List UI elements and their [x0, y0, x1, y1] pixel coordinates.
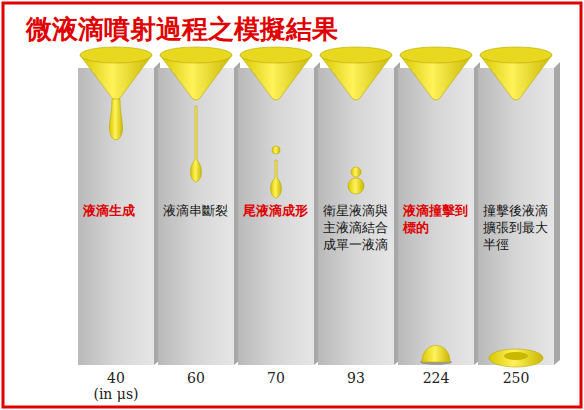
phase-panel: 撞擊後液滴擴張到最大半徑	[478, 68, 554, 365]
time-label: 70	[267, 370, 285, 386]
droplets	[109, 99, 543, 367]
frame	[3, 3, 581, 407]
phase-panel: 液滴生成	[78, 68, 154, 365]
phase-panel: 衛星液滴與主液滴結合成單一液滴	[318, 68, 394, 365]
time-label: 60	[187, 370, 205, 386]
phase-panel: 液滴撞擊到標的	[398, 68, 474, 365]
phase-label: 液滴撞擊到標的	[403, 203, 471, 237]
time-label: 250	[503, 370, 530, 386]
phase-label: 液滴生成	[83, 203, 151, 220]
phase-label: 液滴串斷裂	[163, 203, 231, 220]
phase-label: 衛星液滴與主液滴結合成單一液滴	[323, 203, 391, 254]
nozzle-cones	[80, 47, 552, 100]
phase-label: 尾液滴成形	[243, 203, 311, 220]
phase-label: 撞擊後液滴擴張到最大半徑	[483, 203, 551, 254]
title: 微液滴噴射過程之模擬結果	[26, 12, 338, 47]
time-label: 93	[347, 370, 365, 386]
panels	[78, 62, 560, 365]
time-label: 40	[107, 370, 125, 386]
time-label: 224	[423, 370, 450, 386]
phase-panel: 尾液滴成形	[238, 68, 314, 365]
unit-label: (in μs)	[93, 386, 138, 402]
phase-panel: 液滴串斷裂	[158, 68, 234, 365]
